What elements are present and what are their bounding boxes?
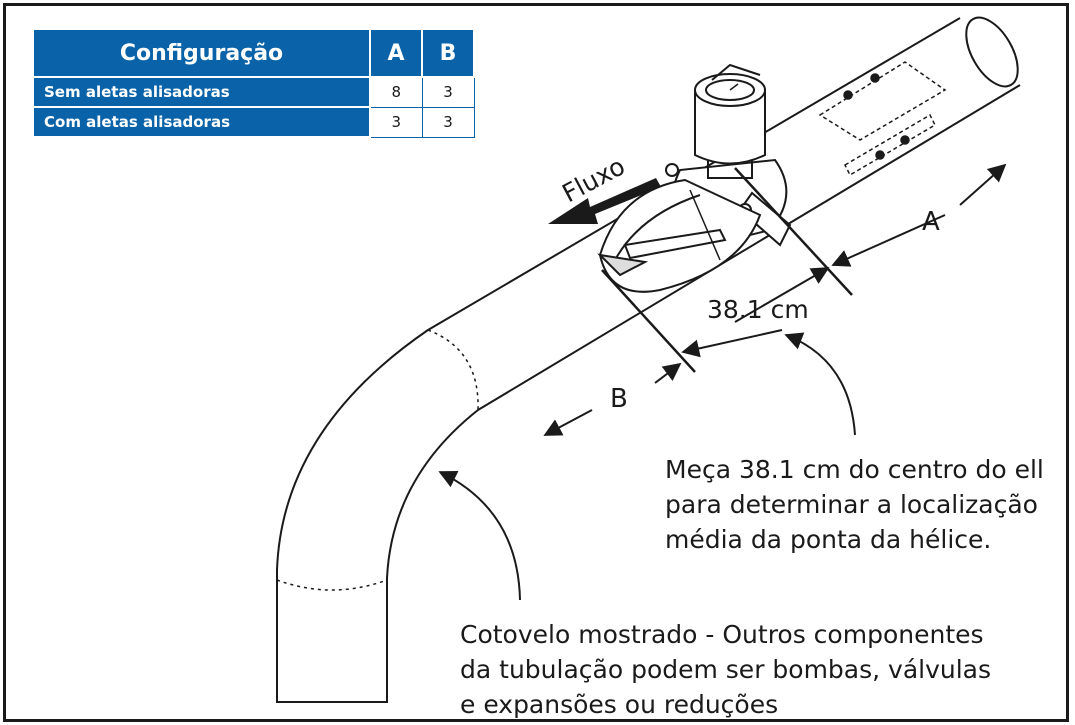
propeller-cutaway	[597, 178, 762, 293]
cell-b: 3	[421, 76, 475, 108]
row-label: Com aletas alisadoras	[32, 106, 371, 138]
vane-window	[818, 61, 947, 177]
flow-arrow-icon	[548, 178, 661, 224]
cell-a: 8	[369, 76, 423, 108]
note-line: e expansões ou reduções	[460, 690, 779, 719]
dimension-b-label: B	[610, 384, 628, 414]
measure-note: Meça 38.1 cm do centro do ell para deter…	[665, 452, 1044, 557]
elbow-note: Cotovelo mostrado - Outros componentes d…	[460, 617, 991, 722]
dimension-arrows	[543, 163, 1007, 436]
dimension-a-label: A	[922, 207, 940, 237]
note-line: Meça 38.1 cm do centro do ell	[665, 455, 1044, 484]
outer-frame	[3, 3, 1069, 722]
pipe	[276, 16, 1021, 703]
dimension-center-label: 38.1 cm	[707, 295, 809, 324]
table-row: Com aletas alisadoras 3 3	[32, 106, 475, 138]
flowmeter-icon	[694, 63, 766, 179]
table-header: Configuração	[32, 28, 371, 78]
table-header: B	[421, 28, 475, 78]
note-line: Cotovelo mostrado - Outros componentes	[460, 620, 984, 649]
table-header-row: Configuração A B	[32, 28, 475, 78]
cell-a: 3	[369, 106, 423, 138]
cell-b: 3	[421, 106, 475, 138]
curved-pointer-arrow-icon	[438, 332, 856, 601]
configuration-table: Configuração A B Sem aletas alisadoras 8…	[32, 28, 475, 138]
note-line: média da ponta da hélice.	[665, 525, 992, 554]
row-label: Sem aletas alisadoras	[32, 76, 371, 108]
dimension-lines	[601, 167, 853, 373]
note-line: para determinar a localização	[665, 490, 1038, 519]
note-line: da tubulação podem ser bombas, válvulas	[460, 655, 992, 684]
pipe-seams	[276, 329, 479, 591]
table-header: A	[369, 28, 423, 78]
table-row: Sem aletas alisadoras 8 3	[32, 76, 475, 108]
